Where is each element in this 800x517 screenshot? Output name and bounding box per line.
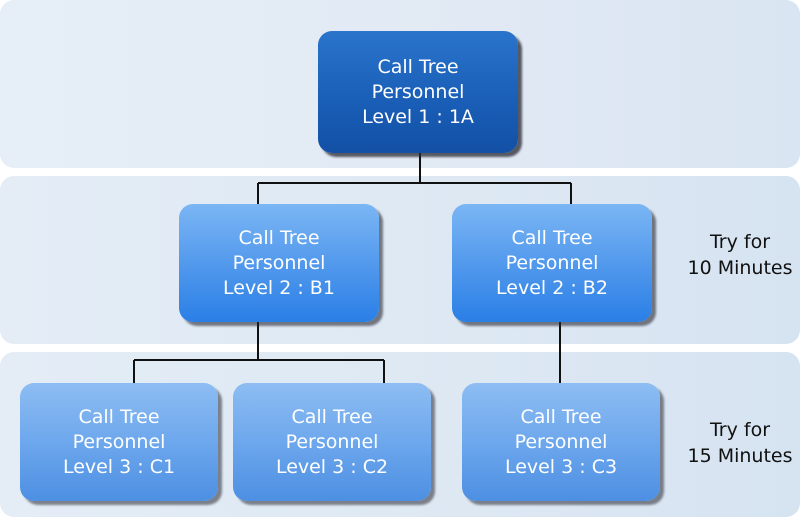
node-title: Call Tree [78, 405, 160, 428]
node-level-2-b2: Call Tree Personnel Level 2 : B2 [452, 204, 652, 322]
node-title: Call Tree [520, 405, 602, 428]
level-2-timing-note: Try for 10 Minutes [680, 229, 800, 281]
node-subtitle: Personnel [72, 430, 166, 453]
note-line-2: 15 Minutes [687, 445, 793, 467]
node-level-2-b1: Call Tree Personnel Level 2 : B1 [179, 204, 379, 322]
node-title: Call Tree [238, 226, 320, 249]
level-3-timing-note: Try for 15 Minutes [680, 417, 800, 469]
node-level-label: Level 2 : B2 [496, 276, 608, 299]
node-subtitle: Personnel [371, 80, 465, 103]
node-level-3-c3: Call Tree Personnel Level 3 : C3 [462, 383, 660, 501]
note-line-2: 10 Minutes [687, 257, 793, 279]
node-level-3-c1: Call Tree Personnel Level 3 : C1 [20, 383, 218, 501]
node-level-label: Level 3 : C1 [62, 455, 176, 478]
node-level-3-c2: Call Tree Personnel Level 3 : C2 [233, 383, 431, 501]
node-subtitle: Personnel [232, 251, 326, 274]
level-2-band [0, 176, 800, 344]
node-title: Call Tree [291, 405, 373, 428]
node-title: Call Tree [377, 55, 459, 78]
note-line-1: Try for [709, 419, 771, 441]
node-level-label: Level 3 : C2 [275, 455, 389, 478]
node-level-1-1a: Call Tree Personnel Level 1 : 1A [318, 31, 518, 153]
node-level-label: Level 1 : 1A [362, 105, 474, 128]
node-level-label: Level 3 : C3 [504, 455, 618, 478]
node-subtitle: Personnel [514, 430, 608, 453]
node-title: Call Tree [511, 226, 593, 249]
node-subtitle: Personnel [285, 430, 379, 453]
node-level-label: Level 2 : B1 [223, 276, 335, 299]
note-line-1: Try for [709, 231, 771, 253]
node-subtitle: Personnel [505, 251, 599, 274]
